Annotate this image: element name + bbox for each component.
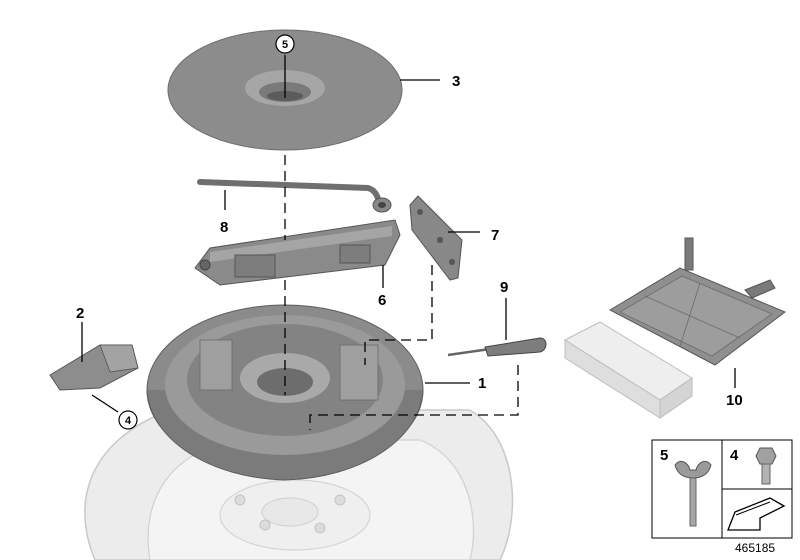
document-number: 465185 [735, 541, 775, 555]
callout-8: 8 [220, 219, 228, 236]
callout-9: 9 [500, 279, 508, 296]
wing-bolt-icon [674, 460, 712, 527]
callout-7: 7 [491, 227, 499, 244]
jack-bracket-plate [409, 195, 463, 281]
tool-tray [146, 304, 424, 481]
legend-label-5: 5 [660, 447, 668, 464]
callout-3: 3 [452, 73, 460, 90]
foam-block [563, 321, 693, 419]
bracket-clip [49, 344, 139, 391]
callout-10: 10 [726, 392, 743, 409]
leader-lines [81, 55, 736, 430]
callout-4-circle [118, 410, 138, 430]
scissor-jack [194, 219, 401, 286]
callout-1: 1 [478, 375, 486, 392]
fastener-legend: 5 4 [651, 439, 793, 539]
callout-5: 5 [282, 39, 288, 51]
direction-arrow-icon [727, 497, 786, 531]
callout-4: 4 [125, 415, 132, 427]
legend-label-4: 4 [730, 447, 739, 464]
screwdriver [447, 337, 547, 357]
wheel-wrench [197, 179, 392, 213]
tool-pouch [608, 237, 786, 366]
callout-2: 2 [76, 305, 84, 322]
hex-bolt-icon [755, 447, 777, 485]
callout-5-circle [275, 34, 295, 54]
callout-6: 6 [378, 292, 386, 309]
